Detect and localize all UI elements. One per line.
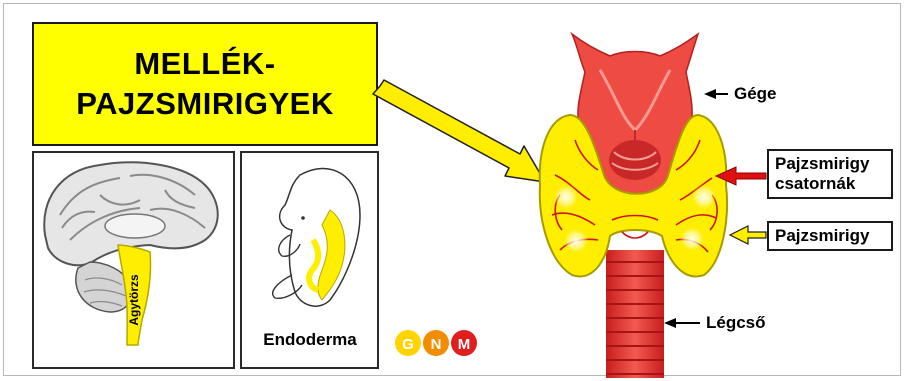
trachea-leader bbox=[664, 318, 700, 328]
thyroid-arrow bbox=[730, 226, 766, 244]
trachea-label: Légcső bbox=[706, 313, 766, 333]
ducts-label-line-1: Pajzsmirigy bbox=[775, 154, 885, 174]
logo-letter-g: G bbox=[402, 336, 414, 353]
larynx-leader bbox=[704, 89, 728, 99]
ducts-label-line-2: csatornák bbox=[775, 174, 885, 194]
gnm-logo: G N M bbox=[395, 330, 477, 356]
logo-letter-n: N bbox=[431, 336, 442, 353]
pointer-arrow bbox=[373, 80, 545, 182]
thyroid-label-box: Pajzsmirigy bbox=[767, 221, 893, 251]
trachea-illustration bbox=[606, 250, 664, 378]
logo-letter-m: M bbox=[458, 336, 471, 353]
brainstem-label: Agytörzs bbox=[127, 274, 141, 326]
larynx-label: Gége bbox=[734, 84, 777, 104]
brain-illustration: Agytörzs bbox=[44, 162, 218, 345]
thyroid-label: Pajzsmirigy bbox=[775, 226, 885, 246]
embryo-illustration bbox=[273, 168, 360, 306]
ducts-label-box: Pajzsmirigy csatornák bbox=[767, 149, 893, 199]
endoderma-label: Endoderma bbox=[263, 330, 357, 349]
